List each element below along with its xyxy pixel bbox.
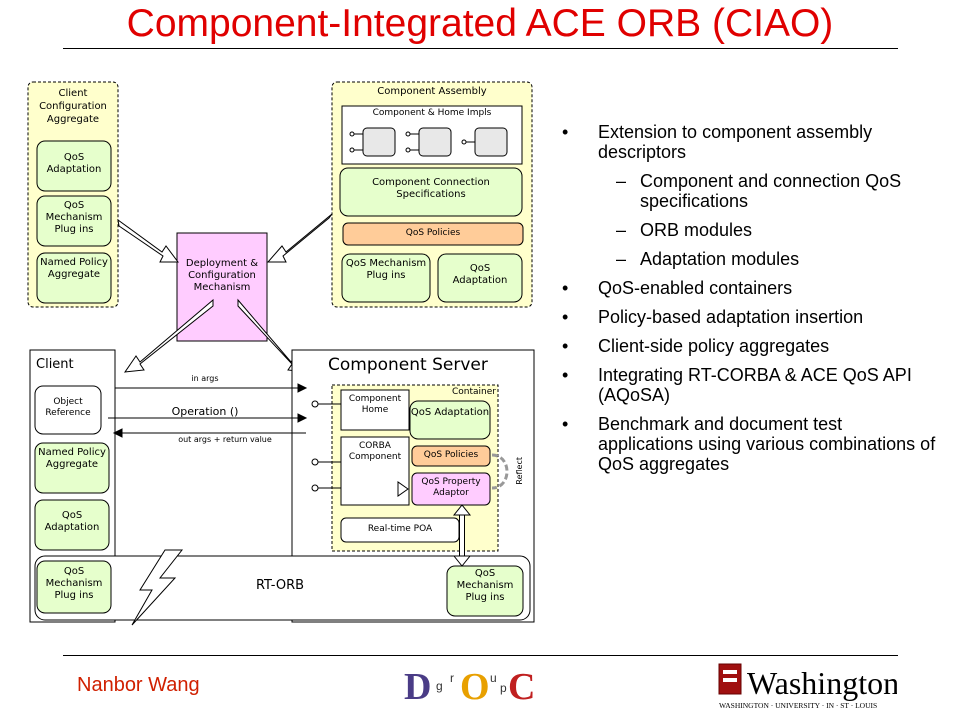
connection-spec-box (339, 167, 523, 217)
out-args-label: out args + return value (178, 435, 272, 444)
property-adaptor-label: QoS Property Adaptor (421, 477, 481, 498)
bullet-list: Extension to component assembly descript… (562, 122, 942, 483)
bullet-item: Benchmark and document test applications… (562, 414, 942, 474)
client-config-title: Client Configuration Aggregate (39, 88, 107, 125)
doc-group-logo: D g r O u p C (402, 662, 538, 708)
client-adaptation-box (34, 499, 110, 551)
bullet-item: Integrating RT-CORBA & ACE QoS API (AQoS… (562, 365, 942, 405)
logo-letter-r: r (450, 671, 454, 685)
object-reference-label: Object Reference (45, 397, 91, 418)
washington-university-logo: Washington WASHINGTON · UNIVERSITY · IN … (717, 660, 899, 714)
reflect-label: Reflect (515, 456, 525, 485)
client-config-mechanism-box (36, 195, 112, 247)
rt-orb-label: RT-ORB (255, 578, 305, 593)
sub-bullet-item: Component and connection QoS specificati… (562, 171, 942, 211)
assembly-mechanism-label: QoS Mechanism Plug ins (345, 258, 427, 281)
impls-label: Component & Home Impls (372, 108, 492, 118)
assembly-adaptation-label: QoS Adaptation (452, 263, 508, 286)
property-adaptor-box (411, 472, 491, 506)
page-title: Component-Integrated ACE ORB (CIAO) (126, 2, 834, 45)
sub-bullet-item: ORB modules (562, 220, 942, 240)
reflect-arc (491, 453, 509, 490)
logo-letter-u: u (490, 671, 497, 685)
assembly-title: Component Assembly (377, 86, 487, 97)
client-config-policy-label: Named Policy Aggregate (40, 257, 108, 280)
server-mechanism-label: QoS Mechanism Plug ins (456, 568, 514, 603)
component-home-box (340, 389, 410, 431)
title-divider (63, 48, 898, 49)
assembly-adaptation-box (437, 253, 523, 303)
author-name: Nanbor Wang (77, 674, 200, 696)
client-config-box (27, 81, 119, 308)
realtime-poa-label: Real-time POA (367, 524, 433, 534)
ciao-architecture-diagram (27, 81, 535, 626)
impl-components (349, 127, 508, 157)
operation-label: Operation () (171, 405, 239, 418)
footer-divider (63, 655, 898, 656)
in-args-label: in args (191, 374, 219, 383)
corba-component-label: CORBA Component (348, 441, 402, 462)
bullet-item: Policy-based adaptation insertion (562, 307, 942, 327)
assembly-policies-label: QoS Policies (405, 228, 461, 238)
client-policy-box (34, 442, 110, 494)
university-name: Washington (747, 665, 897, 701)
client-mechanism-label: QoS Mechanism Plug ins (45, 566, 103, 601)
client-config-adaptation-box (36, 140, 112, 192)
logo-letter-p: p (500, 681, 507, 695)
container-label: Container (452, 387, 496, 397)
assembly-policies-box (342, 222, 524, 246)
server-adaptation-label: QoS Adaptation (410, 407, 490, 418)
client-title: Client (36, 357, 74, 372)
logo-letter-d: D (404, 666, 431, 706)
bullet-item: Client-side policy aggregates (562, 336, 942, 356)
client-config-adaptation-label: QoS Adaptation (46, 152, 102, 175)
server-mechanism-box (446, 565, 524, 617)
sub-bullet-item: Adaptation modules (562, 249, 942, 269)
object-reference-box (34, 385, 102, 435)
logo-letter-o: O (460, 666, 490, 706)
invocation-lines (108, 383, 308, 438)
logo-letter-g: g (436, 679, 443, 693)
server-title: Component Server (328, 355, 488, 375)
adaptor-mechanism-arrow (452, 504, 472, 567)
logo-letter-c: C (508, 666, 535, 706)
server-policies-label: QoS Policies (423, 450, 479, 460)
reflect-arrowhead (397, 481, 409, 497)
university-subtitle: WASHINGTON · UNIVERSITY · IN · ST · LOUI… (719, 701, 877, 710)
component-home-label: Component Home (348, 394, 402, 415)
client-policy-label: Named Policy Aggregate (38, 447, 106, 470)
bullet-item: QoS-enabled containers (562, 278, 942, 298)
client-adaptation-label: QoS Adaptation (44, 510, 100, 533)
deployment-label: Deployment & Configuration Mechanism (185, 258, 259, 293)
client-config-mechanism-label: QoS Mechanism Plug ins (45, 200, 103, 235)
server-ports (311, 400, 341, 492)
client-config-policy-box (36, 252, 112, 304)
lightning-icon (131, 549, 184, 626)
server-adaptation-box (409, 400, 491, 440)
bullet-item: Extension to component assembly descript… (562, 122, 942, 162)
client-mechanism-box (36, 560, 112, 614)
assembly-mechanism-box (341, 253, 431, 303)
server-policies-box (411, 445, 491, 467)
connection-spec-label: Component Connection Specifications (372, 177, 490, 200)
